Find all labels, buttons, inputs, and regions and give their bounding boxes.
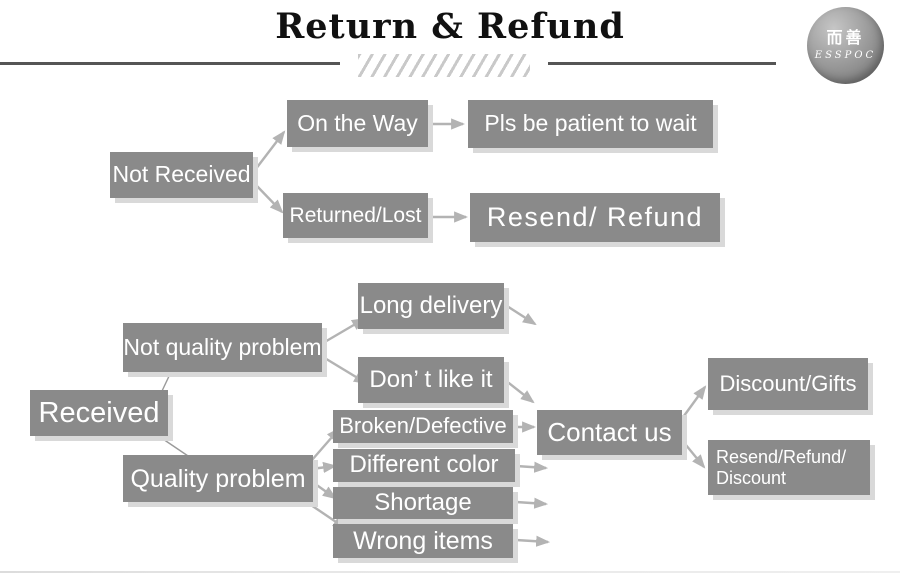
- page-title: Return & Refund: [275, 6, 625, 47]
- flow-arrow: [680, 385, 707, 421]
- flow-arrow: [504, 379, 535, 404]
- flow-arrow: [515, 461, 549, 473]
- node-shortage: Shortage: [333, 487, 513, 519]
- node-not-quality-problem: Not quality problem: [123, 323, 322, 372]
- node-quality-problem: Quality problem: [123, 455, 313, 502]
- node-on-the-way: On the Way: [287, 100, 428, 147]
- flow-arrow: [506, 304, 537, 326]
- node-resend-refund-discount: Resend/Refund/ Discount: [708, 440, 870, 495]
- flow-arrow: [515, 497, 549, 509]
- node-discount-gifts: Discount/Gifts: [708, 358, 868, 410]
- flow-arrow: [310, 480, 337, 500]
- node-received: Received: [30, 390, 168, 436]
- flow-arrow: [310, 461, 338, 474]
- flow-arrow: [680, 438, 706, 469]
- bottom-rule: [0, 571, 900, 573]
- flow-line: [161, 371, 172, 392]
- esspoc-logo: 而善 ESSPOC: [807, 7, 884, 84]
- node-broken-defective: Broken/Defective: [333, 410, 513, 443]
- flow-arrow: [307, 502, 347, 530]
- node-not-received: Not Received: [110, 152, 253, 198]
- logo-chinese-text: 而善: [826, 30, 865, 47]
- flow-arrow: [322, 317, 366, 345]
- node-dont-like-it: Don’ t like it: [358, 357, 504, 403]
- node-different-color: Different color: [333, 449, 515, 482]
- node-pls-be-patient-to-wait: Pls be patient to wait: [468, 100, 713, 148]
- flow-arrow: [254, 183, 284, 214]
- hatch-decoration: [358, 54, 530, 77]
- title-rule-right: [548, 62, 776, 65]
- node-wrong-items: Wrong items: [333, 524, 513, 558]
- node-contact-us: Contact us: [537, 410, 682, 455]
- flow-arrow: [254, 130, 286, 171]
- node-long-delivery: Long delivery: [358, 283, 504, 329]
- flow-line: [159, 436, 192, 459]
- title-rule-left: [0, 62, 340, 65]
- flow-arrow: [515, 535, 551, 547]
- node-resend-refund: Resend/ Refund: [470, 193, 720, 242]
- logo-brand-text: ESSPOC: [814, 50, 877, 61]
- node-returned-lost: Returned/Lost: [283, 193, 428, 238]
